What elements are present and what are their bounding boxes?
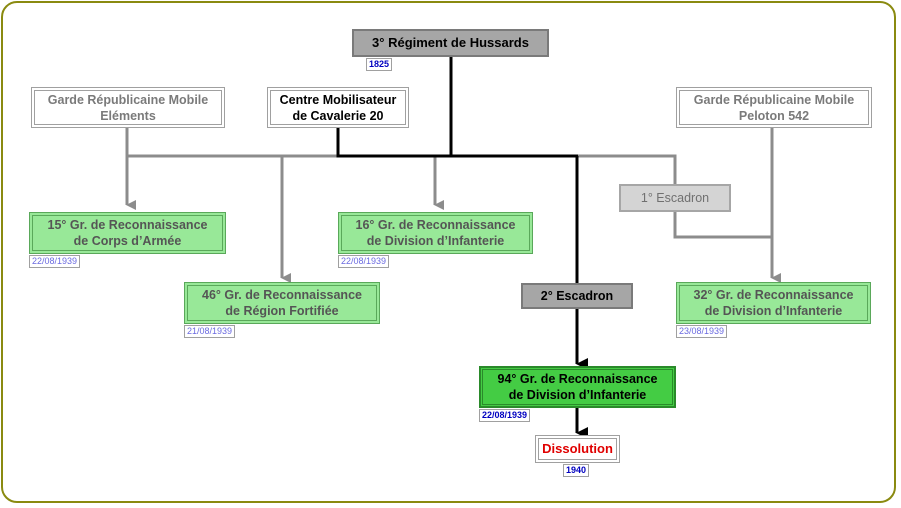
node-label: 3° Régiment de Hussards	[372, 35, 529, 50]
node-gr16[interactable]: 16° Gr. de Reconnaissance de Division d’I…	[338, 212, 533, 254]
node-label-line2: de Division d’Infanterie	[366, 234, 505, 248]
node-label: 2° Escadron	[540, 289, 614, 303]
date-badge: 22/08/1939	[29, 255, 81, 268]
node-label-line1: 16° Gr. de Reconnaissance	[355, 218, 516, 232]
node-gr94[interactable]: 94° Gr. de Reconnaissance de Division d’I…	[479, 366, 676, 408]
node-label-line1: Centre Mobilisateur	[279, 92, 397, 107]
node-gr15[interactable]: 15° Gr. de Reconnaissance de Corps d’Armé…	[29, 212, 226, 254]
node-dissolution[interactable]: Dissolution	[535, 435, 620, 463]
node-label: 1° Escadron	[640, 191, 710, 205]
node-label: Dissolution	[542, 441, 613, 456]
node-gr32[interactable]: 32° Gr. de Reconnaissance de Division d’I…	[676, 282, 871, 324]
node-label-line2: Peloton 542	[738, 108, 810, 123]
date-badge: 22/08/1939	[338, 255, 390, 268]
node-label-line1: 94° Gr. de Reconnaissance	[497, 372, 658, 386]
node-label-line1: Garde Républicaine Mobile	[693, 92, 855, 107]
node-2e-escadron[interactable]: 2° Escadron	[521, 283, 633, 309]
date-badge: 1940	[563, 464, 590, 477]
node-label-line2: de Division d’Infanterie	[704, 304, 843, 318]
node-label-line1: 15° Gr. de Reconnaissance	[47, 218, 208, 232]
node-3e-regiment-de-hussards[interactable]: 3° Régiment de Hussards	[352, 29, 549, 57]
node-label-line2: de Région Fortifiée	[225, 304, 339, 318]
node-label-line2: Eléments	[100, 108, 156, 123]
line-to-escadron1	[578, 154, 677, 186]
node-label-line1: Garde Républicaine Mobile	[47, 92, 209, 107]
node-label-line1: 46° Gr. de Reconnaissance	[202, 288, 362, 302]
node-1er-escadron[interactable]: 1° Escadron	[619, 184, 731, 212]
node-label-line2: de Cavalerie 20	[292, 108, 384, 123]
date-badge: 23/08/1939	[676, 325, 728, 338]
date-badge: 1825	[366, 58, 393, 71]
line-cmc20-down	[336, 128, 578, 158]
node-label-line2: de Division d’Infanterie	[508, 388, 647, 402]
date-badge: 21/08/1939	[184, 325, 236, 338]
date-badge: 22/08/1939	[479, 409, 531, 422]
node-gr46[interactable]: 46° Gr. de Reconnaissance de Région Forti…	[184, 282, 380, 324]
node-label-line1: 32° Gr. de Reconnaissance	[693, 288, 854, 302]
node-label-line2: de Corps d’Armée	[73, 234, 182, 248]
line-escadron1-down	[673, 212, 772, 239]
